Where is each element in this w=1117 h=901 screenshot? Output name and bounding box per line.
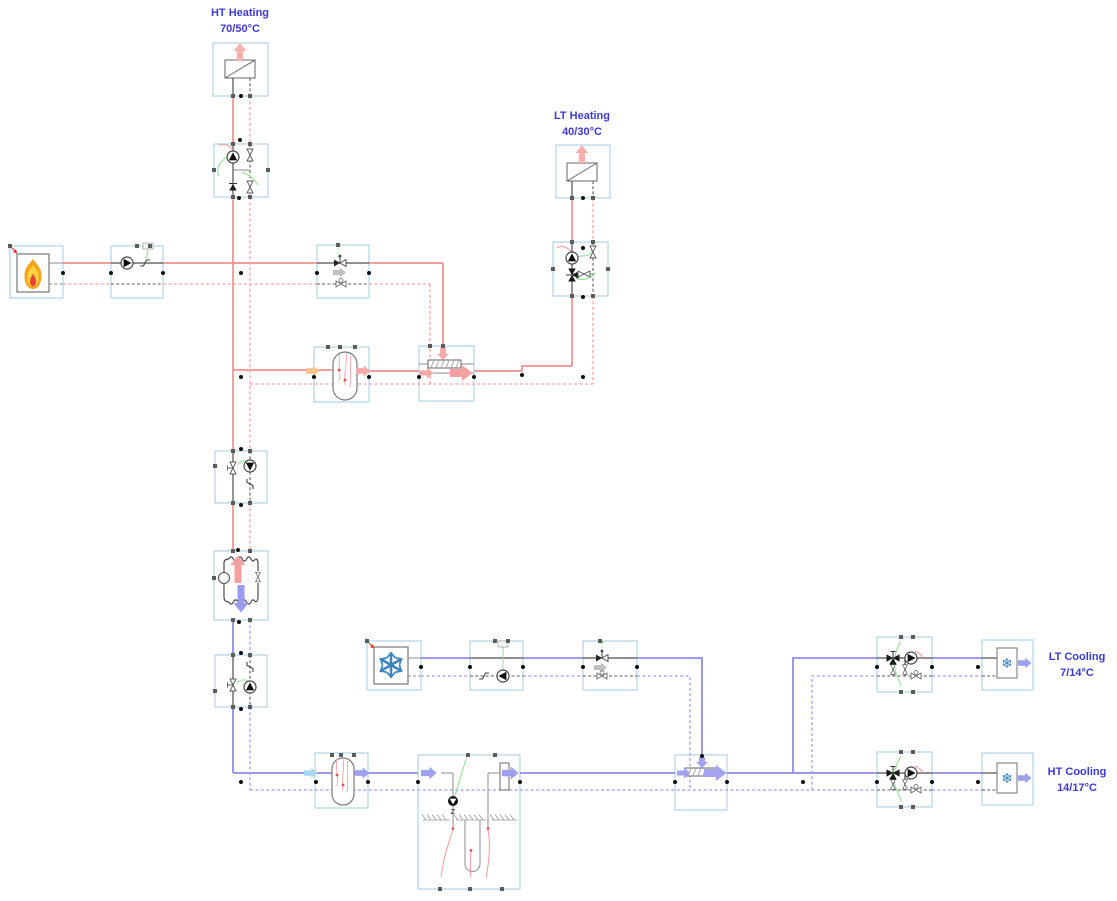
pump-icon <box>904 651 918 665</box>
cold-supply-pipes <box>232 620 982 774</box>
lt-pump-group[interactable] <box>551 240 610 298</box>
hp-cold-pump-frame[interactable] <box>214 654 268 708</box>
compressor-icon <box>217 571 231 585</box>
inflow-arrow <box>696 757 708 768</box>
condenser-heat-arrow <box>230 555 246 583</box>
block-frames <box>9 42 1034 890</box>
inflow-arrow <box>437 348 449 360</box>
ht-cooling-emitter[interactable] <box>982 762 1032 794</box>
ht-cooling-mixing-group[interactable] <box>877 750 932 809</box>
ht-cooling-name: HT Cooling <box>1047 766 1107 778</box>
well-pump-icon: Z <box>448 796 458 816</box>
hot-buffer-tank[interactable] <box>306 345 371 401</box>
lt-cooling-name: LT Cooling <box>1048 651 1106 663</box>
chiller-pump-frame[interactable] <box>469 640 524 691</box>
check-valve-icon <box>229 184 237 191</box>
selection-marker <box>8 244 18 254</box>
ht-heating-name: HT Heating <box>210 7 270 19</box>
cold-header[interactable] <box>677 756 727 781</box>
pump-icon <box>226 150 240 164</box>
lt-heating-name: LT Heating <box>553 110 610 122</box>
cold-distribution-valve-frame[interactable] <box>582 640 638 691</box>
ht-heating-label: HT Heating 70/50°C <box>186 5 294 37</box>
heat-pump[interactable] <box>212 549 261 622</box>
boiler-pump[interactable] <box>111 242 163 285</box>
pump-icon <box>496 669 510 683</box>
small-outflow-arrow <box>677 767 691 779</box>
pump-icon <box>904 766 918 780</box>
buffer-vessel <box>331 757 355 806</box>
cold-distribution-valve[interactable] <box>583 639 637 680</box>
ground-surface <box>421 814 517 821</box>
ht-pump-group[interactable] <box>212 142 270 199</box>
lt-heating-temp: 40/30°C <box>562 126 602 138</box>
hp-cold-pump[interactable] <box>213 653 257 709</box>
lt-cooling-temp: 7/14°C <box>1060 667 1094 679</box>
hp-hot-pump-frame[interactable] <box>214 450 268 504</box>
pump-icon <box>243 459 257 473</box>
boiler[interactable] <box>8 244 63 293</box>
lt-cooling-emitter[interactable] <box>982 647 1032 679</box>
ht-radiator[interactable] <box>224 43 256 98</box>
lt-heating-label: LT Heating 40/30°C <box>528 108 636 140</box>
hot-supply-pipes <box>63 96 573 551</box>
selection-marker <box>365 639 375 649</box>
main-outflow-arrow <box>450 365 473 381</box>
radiator-icon <box>224 59 256 79</box>
pump-icon <box>565 251 579 265</box>
ht-cooling-temp: 14/17°C <box>1057 782 1097 794</box>
lt-cooling-mixing-group[interactable] <box>877 635 932 694</box>
heat-exchanger-plate <box>499 762 510 791</box>
ht-cooling-label: HT Cooling 14/17°C <box>1036 764 1117 796</box>
boiler-pump-frame[interactable] <box>110 245 164 299</box>
hp-hot-pump[interactable] <box>213 449 257 505</box>
lt-cooling-label: LT Cooling 7/14°C <box>1038 649 1116 681</box>
lt-pump-group-frame[interactable] <box>552 241 609 297</box>
pump-icon <box>243 680 257 694</box>
main-outflow-arrow <box>704 765 727 781</box>
small-outflow-arrow <box>420 367 434 379</box>
hot-return-pipes <box>63 96 594 551</box>
ht-heating-temp: 70/50°C <box>220 23 260 35</box>
chiller[interactable] <box>365 639 421 685</box>
chiller-pump[interactable] <box>470 639 523 683</box>
pump-icon <box>120 256 134 270</box>
cold-buffer-tank[interactable] <box>304 753 370 806</box>
radiator-icon <box>566 162 598 182</box>
ground-loop[interactable]: Z <box>421 753 519 891</box>
lt-radiator[interactable] <box>566 145 598 200</box>
header-manifold <box>427 359 462 369</box>
evaporator-cold-arrow <box>233 585 249 613</box>
ground-pump-label: Z <box>451 807 456 816</box>
hot-distribution-valve[interactable] <box>317 243 369 288</box>
hot-header[interactable] <box>419 344 474 381</box>
flame-icon <box>24 259 42 289</box>
